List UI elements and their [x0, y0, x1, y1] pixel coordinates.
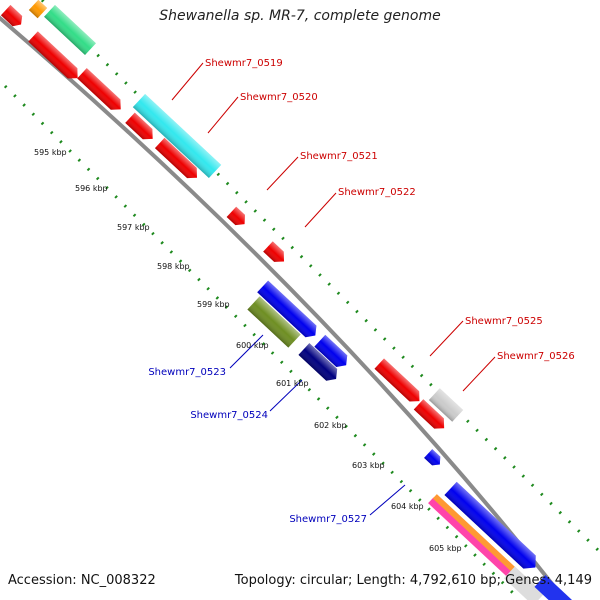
forward-gene	[428, 388, 464, 422]
kbp-tick-label: 595 kbp	[34, 148, 67, 157]
forward-gene	[28, 31, 78, 79]
forward-gene	[77, 68, 121, 110]
forward-gene	[28, 0, 48, 19]
forward-gene	[374, 358, 420, 402]
kbp-tick-label: 598 kbp	[157, 262, 190, 271]
kbp-tick-label: 604 kbp	[391, 502, 424, 511]
kbp-tick-label: 600 kbp	[236, 341, 269, 350]
gene-label-shewmr7-0521: Shewmr7_0521	[300, 151, 378, 162]
gene-leader-line	[171, 62, 204, 101]
gene-leader-line	[207, 96, 239, 134]
gene-label-shewmr7-0519: Shewmr7_0519	[205, 58, 283, 69]
forward-gene	[413, 399, 445, 429]
gene-leader-line	[229, 334, 264, 369]
kbp-tick-label: 596 kbp	[75, 184, 108, 193]
map-title: Shewanella sp. MR-7, complete genome	[159, 8, 441, 24]
forward-gene	[125, 112, 153, 140]
gene-leader-line	[266, 156, 299, 191]
outer-tick-track	[40, 0, 600, 554]
genome-backbone	[0, 15, 568, 600]
gene-leader-line	[369, 484, 406, 516]
kbp-tick-label: 605 kbp	[429, 544, 462, 553]
gene-leader-line	[429, 320, 464, 357]
gene-label-shewmr7-0524: Shewmr7_0524	[190, 410, 268, 421]
gene-label-shewmr7-0526: Shewmr7_0526	[497, 351, 575, 362]
reverse-gene	[424, 449, 441, 466]
kbp-tick-label: 601 kbp	[276, 379, 309, 388]
forward-gene	[0, 5, 23, 27]
topology-label: Topology: circular; Length: 4,792,610 bp…	[234, 573, 592, 588]
gene-label-shewmr7-0527: Shewmr7_0527	[289, 514, 367, 525]
reverse-gene	[257, 280, 317, 338]
reverse-gene	[298, 343, 338, 381]
gene-label-shewmr7-0520: Shewmr7_0520	[240, 92, 318, 103]
forward-gene	[263, 241, 285, 262]
gene-label-shewmr7-0523: Shewmr7_0523	[148, 367, 226, 378]
kbp-tick-label: 599 kbp	[197, 300, 230, 309]
forward-gene	[44, 5, 96, 55]
accession-label: Accession: NC_008322	[8, 573, 156, 588]
gene-leader-line	[304, 192, 337, 228]
kbp-tick-label: 603 kbp	[352, 461, 385, 470]
gene-label-shewmr7-0525: Shewmr7_0525	[465, 316, 543, 327]
reverse-gene	[314, 334, 348, 368]
reverse-gene	[247, 296, 301, 348]
reverse-gene	[534, 575, 578, 600]
reverse-gene	[503, 566, 545, 600]
kbp-tick-label: 602 kbp	[314, 421, 347, 430]
kbp-tick-label: 597 kbp	[117, 223, 150, 232]
forward-gene	[154, 137, 198, 179]
forward-gene	[226, 206, 245, 226]
forward-gene	[132, 93, 222, 179]
gene-leader-line	[462, 356, 496, 392]
gene-leader-line	[269, 379, 303, 412]
gene-label-shewmr7-0522: Shewmr7_0522	[338, 187, 416, 198]
reverse-gene	[444, 481, 536, 569]
